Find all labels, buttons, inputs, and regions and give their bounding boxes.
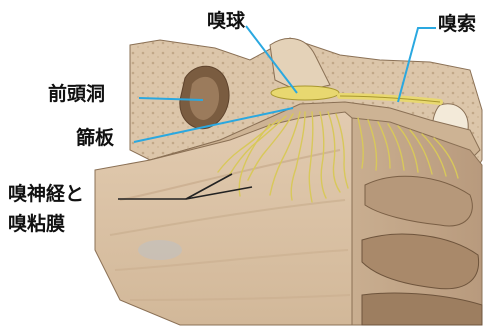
label-frontal-sinus: 前頭洞 xyxy=(48,84,105,106)
label-cribriform-plate: 篩板 xyxy=(76,128,114,150)
label-olfactory-bulb: 嗅球 xyxy=(207,11,245,33)
label-olfactory-tract: 嗅索 xyxy=(438,14,476,36)
olfactory-bulb-shape xyxy=(271,86,339,100)
label-olfactory-nerve-line1: 嗅神経と xyxy=(8,184,84,206)
label-olfactory-nerve-line2: 嗅粘膜 xyxy=(8,214,65,236)
